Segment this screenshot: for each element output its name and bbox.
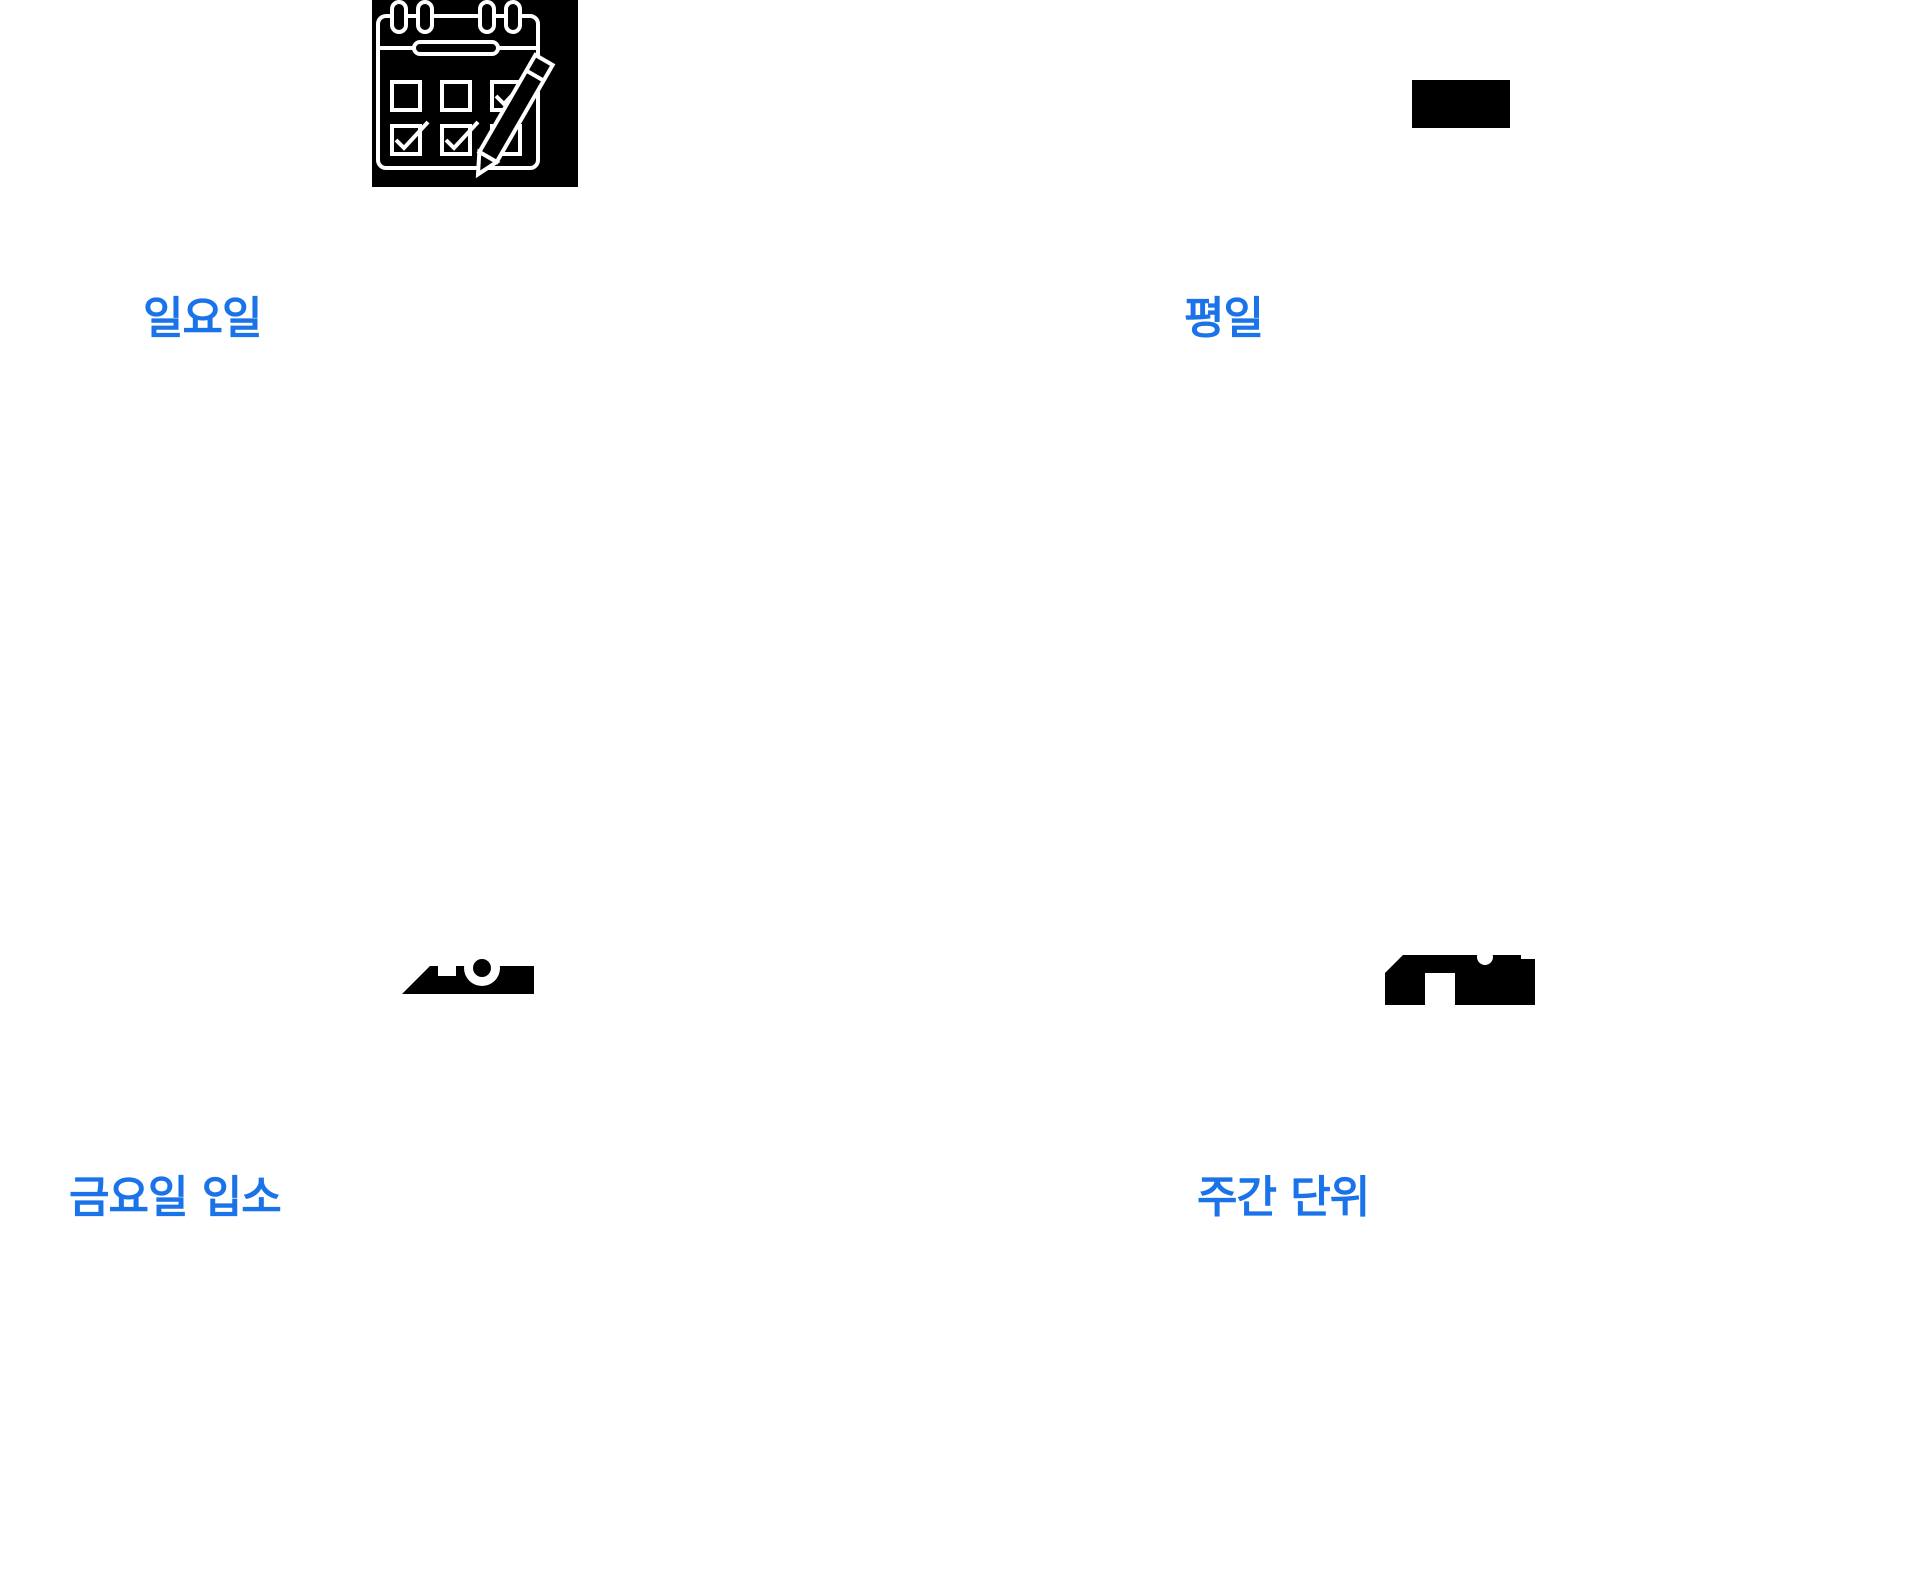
label-friday-admission: 금요일 입소 [69, 1172, 282, 1223]
weekly-icon [1385, 955, 1555, 1005]
friday-icon [402, 956, 534, 994]
calendar-checklist-pencil-icon [372, 0, 578, 187]
label-weekly-unit: 주간 단위 [1197, 1172, 1370, 1223]
weekday-icon [1412, 80, 1510, 128]
label-weekday: 평일 [1184, 293, 1264, 344]
label-sunday: 일요일 [143, 293, 262, 344]
